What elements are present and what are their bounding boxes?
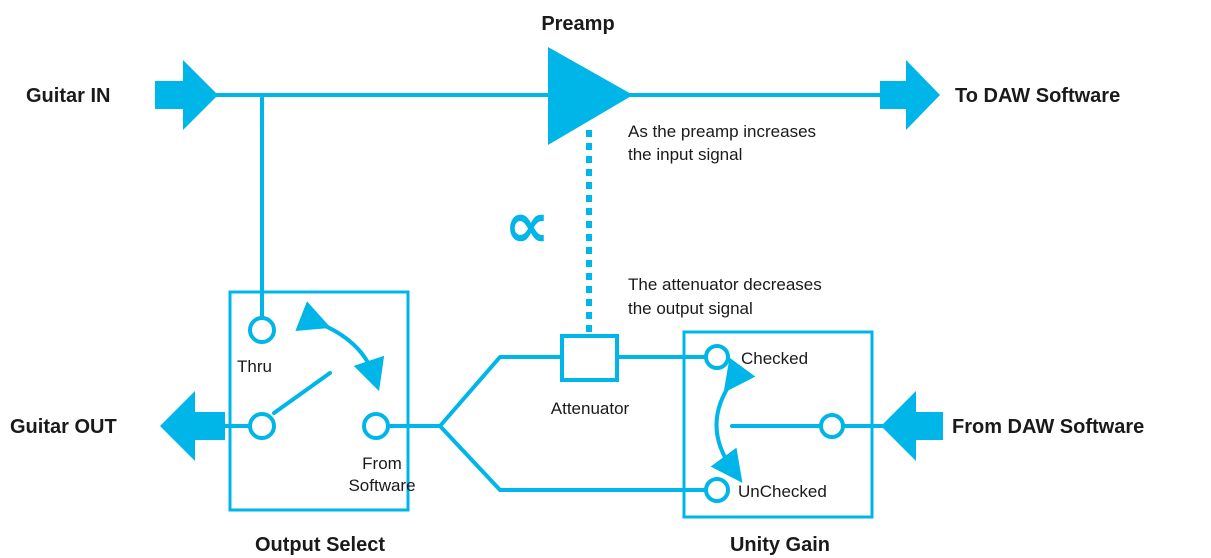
branch-to-attenuator xyxy=(438,355,564,428)
from-daw-label: From DAW Software xyxy=(952,416,1144,438)
thru-node xyxy=(248,316,276,344)
from-daw-arrow-icon xyxy=(881,391,943,461)
from-software-label-line1: From xyxy=(362,454,402,473)
attenuator-label: Attenuator xyxy=(551,399,630,418)
checked-node xyxy=(704,344,730,370)
guitar-out-node xyxy=(248,412,276,440)
from-software-node xyxy=(362,412,390,440)
guitar-out-arrow-icon xyxy=(160,391,225,461)
unchecked-label: UnChecked xyxy=(738,482,827,501)
preamp-amplifier-icon xyxy=(548,47,633,145)
guitar-in-arrow-icon xyxy=(155,60,218,130)
unity-gain-label: Unity Gain xyxy=(730,534,830,556)
unchecked-node xyxy=(704,477,730,503)
attenuator-note-line1: The attenuator decreases xyxy=(628,275,822,294)
from-daw-node xyxy=(819,413,845,439)
preamp-note-line1: As the preamp increases xyxy=(628,122,816,141)
preamp-note-line2: the input signal xyxy=(628,145,742,164)
preamp-label: Preamp xyxy=(541,13,614,35)
proportional-symbol-icon: ∝ xyxy=(504,189,550,263)
from-software-label-line2: Software xyxy=(348,476,415,495)
switch-lever xyxy=(272,371,332,415)
thru-label: Thru xyxy=(237,357,272,376)
checked-label: Checked xyxy=(741,349,808,368)
output-select-label: Output Select xyxy=(255,534,385,556)
guitar-in-label: Guitar IN xyxy=(26,85,110,107)
attenuator-note-line2: the output signal xyxy=(628,299,753,318)
guitar-out-label: Guitar OUT xyxy=(10,416,117,438)
to-daw-label: To DAW Software xyxy=(955,85,1120,107)
attenuator-block-icon xyxy=(560,334,619,382)
branch-to-unchecked xyxy=(438,424,708,492)
output-select-box xyxy=(228,290,410,512)
unity-gain-switch-arrow xyxy=(710,357,756,483)
to-daw-arrow-icon xyxy=(880,60,940,130)
switch-direction-arrow xyxy=(295,301,385,392)
